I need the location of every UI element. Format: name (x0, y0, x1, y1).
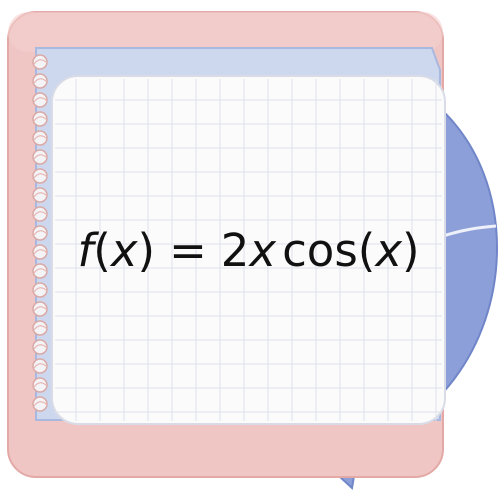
spiral-ring-curl (33, 116, 48, 122)
spiral-ring-curl (33, 363, 48, 369)
spiral-ring-curl (33, 230, 48, 236)
spiral-ring-curl (33, 192, 48, 198)
grid-paper (51, 75, 446, 425)
spiral-ring (32, 111, 48, 127)
spiral-ring-curl (33, 382, 48, 388)
spiral-ring-curl (33, 59, 48, 65)
spiral-ring-curl (33, 268, 48, 274)
spiral-ring (32, 396, 48, 412)
spiral-ring-curl (33, 306, 48, 312)
spiral-ring (32, 92, 48, 108)
spiral-ring-curl (33, 154, 48, 160)
spiral-ring (32, 225, 48, 241)
spiral-ring (32, 149, 48, 165)
spiral-ring-curl (33, 97, 48, 103)
spiral-ring (32, 301, 48, 317)
spiral-ring-curl (33, 287, 48, 293)
spiral-binding (32, 54, 48, 412)
spiral-ring-curl (33, 211, 48, 217)
spiral-ring-curl (33, 344, 48, 350)
spiral-ring (32, 130, 48, 146)
spiral-ring (32, 320, 48, 336)
spiral-ring (32, 244, 48, 260)
spiral-ring (32, 206, 48, 222)
spiral-ring (32, 377, 48, 393)
spiral-ring (32, 339, 48, 355)
spiral-ring-curl (33, 135, 48, 141)
spiral-ring-curl (33, 401, 48, 407)
spiral-ring (32, 54, 48, 70)
spiral-ring (32, 263, 48, 279)
spiral-ring (32, 282, 48, 298)
spiral-ring-curl (33, 249, 48, 255)
spiral-ring-curl (33, 325, 48, 331)
spiral-ring (32, 168, 48, 184)
spiral-ring (32, 358, 48, 374)
spiral-ring (32, 187, 48, 203)
spiral-ring-curl (33, 173, 48, 179)
spiral-ring (32, 73, 48, 89)
spiral-ring-curl (33, 78, 48, 84)
